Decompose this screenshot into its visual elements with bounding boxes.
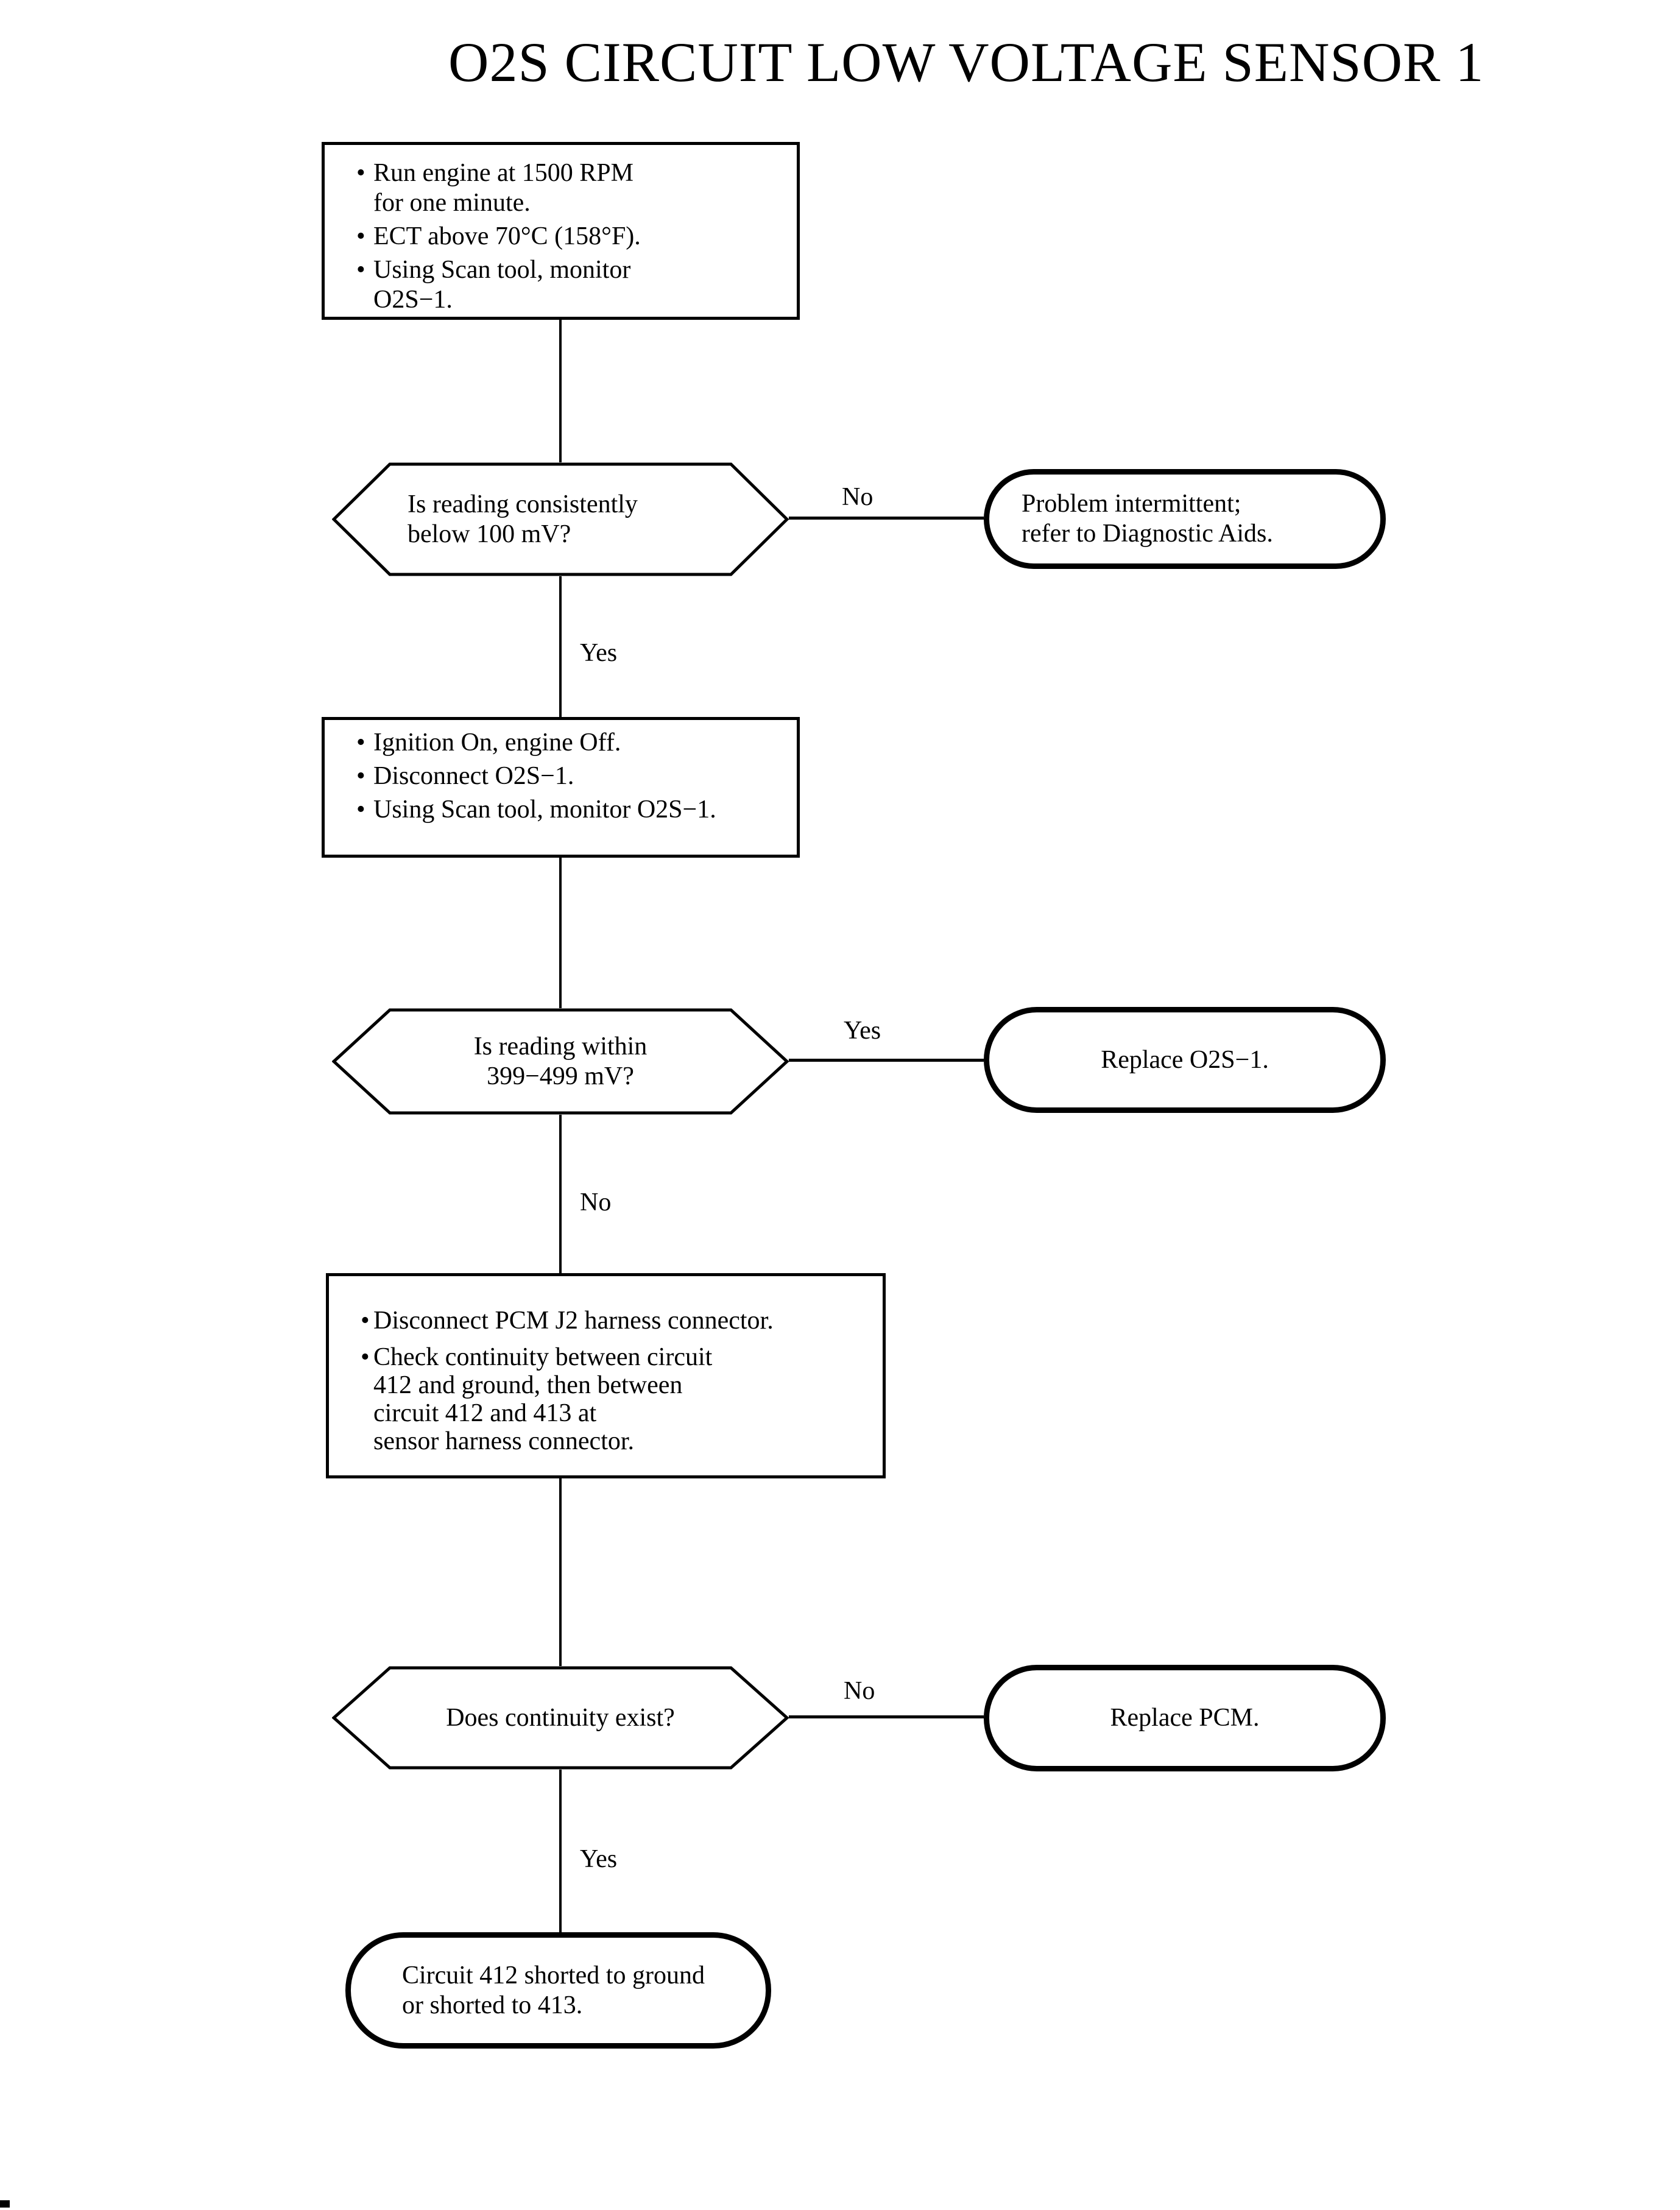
bullet-icon: • bbox=[356, 796, 365, 824]
list-item-line: Disconnect PCM J2 harness connector. bbox=[373, 1307, 774, 1335]
list-item-line: 412 and ground, then between bbox=[373, 1371, 683, 1399]
list-item-line: Using Scan tool, monitor bbox=[373, 256, 631, 284]
bullet-icon: • bbox=[356, 159, 365, 187]
decision-line: Is reading within bbox=[473, 1032, 648, 1061]
terminal-line: refer to Diagnostic Aids. bbox=[1022, 520, 1273, 548]
decision-line: below 100 mV? bbox=[408, 520, 571, 548]
list-item: • Run engine at 1500 RPM for one minute. bbox=[325, 158, 797, 218]
scan-artifact bbox=[0, 2200, 10, 2208]
bullet-icon: • bbox=[361, 1343, 370, 1371]
list-item-line: Check continuity between circuit bbox=[373, 1343, 713, 1371]
terminal-problem-intermittent: Problem intermittent; refer to Diagnosti… bbox=[984, 469, 1386, 569]
list-item-line: O2S−1. bbox=[373, 286, 453, 314]
connector-line bbox=[789, 517, 984, 520]
list-item-line: for one minute. bbox=[373, 189, 531, 217]
decision-line: Does continuity exist? bbox=[446, 1703, 675, 1732]
list-item-line: Disconnect O2S−1. bbox=[373, 762, 574, 790]
list-item-line: sensor harness connector. bbox=[373, 1427, 635, 1455]
connector-line bbox=[789, 1059, 984, 1062]
list-item: • Disconnect PCM J2 harness connector. bbox=[329, 1307, 883, 1335]
terminal-line: or shorted to 413. bbox=[402, 1991, 583, 2019]
connector-line bbox=[559, 1115, 562, 1273]
list-item: • Ignition On, engine Off. bbox=[325, 728, 797, 758]
connector-line bbox=[559, 1770, 562, 1932]
list-item-line: Ignition On, engine Off. bbox=[373, 729, 621, 757]
branch-label-yes: Yes bbox=[580, 1845, 618, 1873]
list-item: • Disconnect O2S−1. bbox=[325, 761, 797, 791]
branch-label-yes: Yes bbox=[580, 639, 618, 667]
list-item: • ECT above 70°C (158°F). bbox=[325, 222, 797, 252]
terminal-line: Replace PCM. bbox=[1110, 1704, 1260, 1732]
connector-line bbox=[559, 576, 562, 717]
branch-label-no: No bbox=[844, 1677, 875, 1705]
connector-line bbox=[559, 1478, 562, 1666]
list-item-line: Run engine at 1500 RPM bbox=[373, 159, 634, 187]
connector-line bbox=[789, 1715, 984, 1718]
step-box-check-continuity: • Disconnect PCM J2 harness connector. •… bbox=[326, 1273, 886, 1478]
bullet-icon: • bbox=[356, 256, 365, 284]
terminal-replace-o2s1: Replace O2S−1. bbox=[984, 1007, 1386, 1113]
list-item: • Check continuity between circuit 412 a… bbox=[329, 1343, 883, 1455]
decision-reading-below-100mv: Is reading consistently below 100 mV? bbox=[332, 462, 789, 576]
bullet-icon: • bbox=[361, 1307, 370, 1335]
terminal-line: Problem intermittent; bbox=[1022, 490, 1241, 518]
connector-line bbox=[559, 320, 562, 462]
decision-line: 399−499 mV? bbox=[487, 1062, 634, 1090]
terminal-circuit-412-shorted: Circuit 412 shorted to ground or shorted… bbox=[345, 1932, 771, 2049]
branch-label-no: No bbox=[842, 483, 874, 511]
list-item-line: Using Scan tool, monitor O2S−1. bbox=[373, 796, 716, 824]
terminal-line: Circuit 412 shorted to ground bbox=[402, 1961, 705, 1989]
connector-line bbox=[559, 858, 562, 1008]
decision-reading-within-399-499mv: Is reading within 399−499 mV? bbox=[332, 1008, 789, 1115]
terminal-replace-pcm: Replace PCM. bbox=[984, 1665, 1386, 1771]
start-box: • Run engine at 1500 RPM for one minute.… bbox=[322, 142, 800, 320]
hexagon-shape bbox=[332, 1008, 789, 1115]
terminal-line: Replace O2S−1. bbox=[1101, 1045, 1269, 1074]
list-item: • Using Scan tool, monitor O2S−1. bbox=[325, 795, 797, 825]
list-item: • Using Scan tool, monitor O2S−1. bbox=[325, 255, 797, 315]
branch-label-yes: Yes bbox=[844, 1017, 881, 1045]
decision-continuity-exist: Does continuity exist? bbox=[332, 1666, 789, 1770]
hexagon-shape bbox=[332, 1666, 789, 1770]
bullet-icon: • bbox=[356, 762, 365, 790]
decision-line: Is reading consistently bbox=[408, 490, 638, 518]
branch-label-no: No bbox=[580, 1188, 612, 1216]
hexagon-shape bbox=[332, 462, 789, 576]
bullet-icon: • bbox=[356, 222, 365, 250]
bullet-icon: • bbox=[356, 729, 365, 757]
list-item-line: ECT above 70°C (158°F). bbox=[373, 222, 641, 250]
step-box-ignition-on: • Ignition On, engine Off. • Disconnect … bbox=[322, 717, 800, 858]
list-item-line: circuit 412 and 413 at bbox=[373, 1399, 597, 1427]
page-title: O2S CIRCUIT LOW VOLTAGE SENSOR 1 bbox=[448, 31, 1484, 93]
